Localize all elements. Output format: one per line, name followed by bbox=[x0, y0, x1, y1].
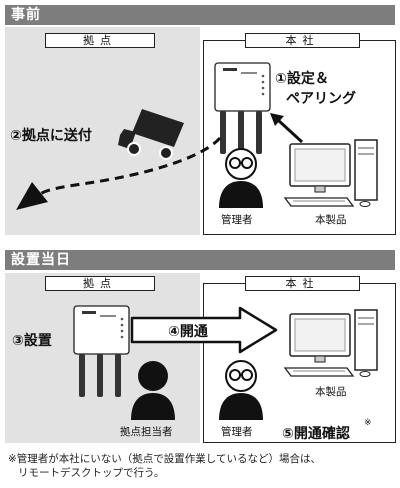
site-person-label: 拠点担当者 bbox=[120, 426, 173, 438]
step5-note-mark: ※ bbox=[364, 418, 372, 428]
arrow-icon bbox=[270, 113, 304, 144]
connection-arrow-icon bbox=[130, 306, 278, 354]
step1-label-line1: ①設定＆ bbox=[275, 71, 329, 87]
step1-label-line2: ペアリング bbox=[286, 91, 356, 107]
step2-label: ②拠点に送付 bbox=[10, 128, 92, 144]
router-icon bbox=[214, 62, 271, 154]
step4-label: ④開通 bbox=[168, 324, 208, 340]
before-hq-tab: 本社 bbox=[245, 33, 360, 48]
dayof-heading: 設置当日 bbox=[5, 250, 395, 270]
footnote: ※管理者が本社にいない（拠点で設置作業しているなど）場合は、 リモートデスクトッ… bbox=[8, 452, 321, 480]
truck-icon bbox=[118, 109, 184, 160]
footnote-line1: ※管理者が本社にいない（拠点で設置作業しているなど）場合は、 bbox=[8, 453, 321, 465]
before-heading: 事前 bbox=[5, 5, 395, 25]
person-icon bbox=[219, 148, 263, 208]
step3-label: ③設置 bbox=[12, 333, 52, 349]
before-admin-label: 管理者 bbox=[221, 214, 253, 226]
shipping-arrow-icon bbox=[16, 136, 222, 210]
step5-label: ⑤開通確認 bbox=[282, 426, 350, 442]
before-site-tab: 拠点 bbox=[45, 33, 155, 48]
router-icon bbox=[73, 305, 130, 397]
before-product-label: 本製品 bbox=[315, 214, 347, 226]
computer-icon bbox=[283, 139, 378, 207]
footnote-line2: リモートデスクトップで行う。 bbox=[18, 467, 165, 479]
dayof-admin-label: 管理者 bbox=[221, 426, 253, 438]
dayof-site-tab: 拠点 bbox=[45, 276, 155, 291]
dayof-product-label: 本製品 bbox=[315, 386, 347, 398]
dayof-hq-tab: 本社 bbox=[245, 276, 360, 291]
person-icon bbox=[219, 360, 263, 420]
computer-icon bbox=[283, 309, 378, 377]
person-icon bbox=[131, 361, 175, 420]
